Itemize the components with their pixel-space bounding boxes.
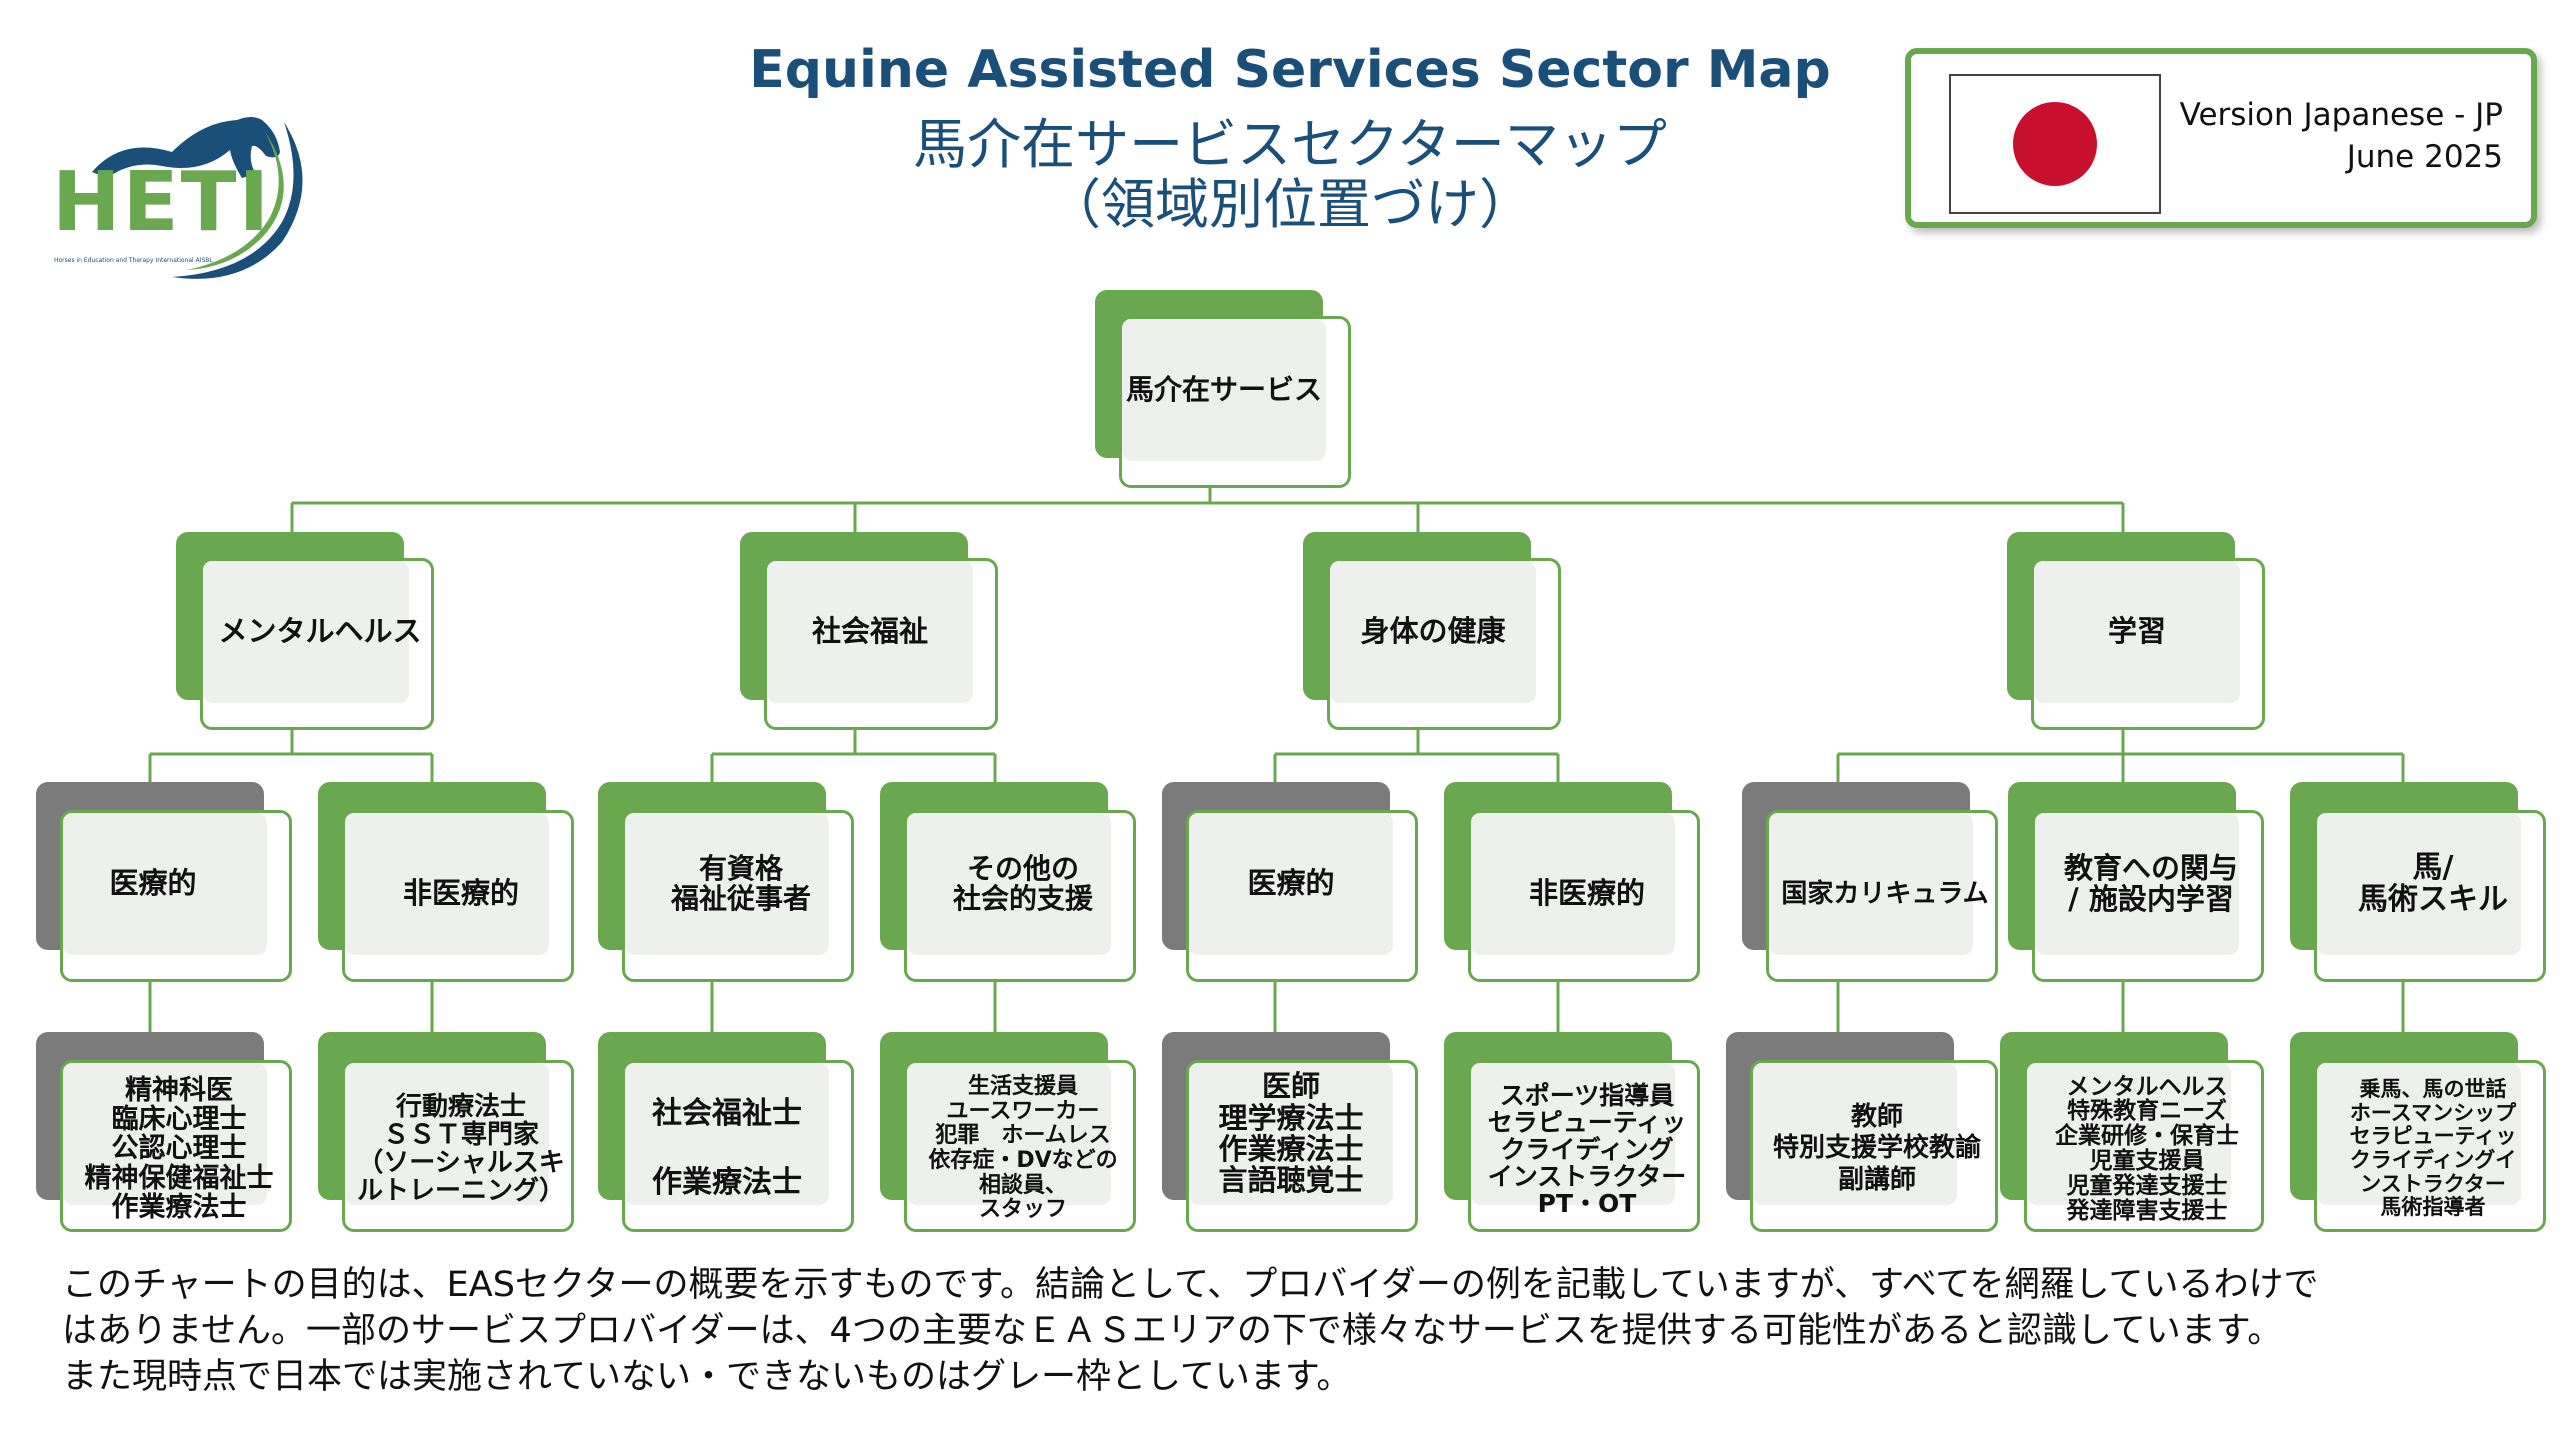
domain-label: メンタルヘルス	[218, 614, 422, 649]
leaf-node-mental-medical: 精神科医 臨床心理士 公認心理士 精神保健福祉士 作業療法士	[36, 1032, 292, 1232]
title-japanese-subtitle: （領域別位置づけ）	[1047, 173, 1533, 236]
domain-node-mental-health: メンタルヘルス	[176, 532, 434, 730]
sub-node-learning-curriculum: 国家カリキュラム	[1742, 782, 1998, 982]
version-language: Version Japanese - JP	[2179, 97, 2503, 133]
leaf-label: 教師 特別支援学校教諭 副講師	[1772, 1102, 1981, 1195]
leaf-node-learning-education: メンタルヘルス 特殊教育ニーズ 企業研修・保育士 児童支援員 児童発達支援士 発…	[2000, 1032, 2264, 1232]
version-label: Version Japanese - JP June 2025	[2180, 94, 2503, 178]
logo-wordmark: HETI	[52, 155, 272, 250]
leaf-label: 乗馬、馬の世話 ホースマンシップ セラピューティッ クライディングイ ンストラク…	[2349, 1077, 2517, 1220]
leaf-label: メンタルヘルス 特殊教育ニーズ 企業研修・保育士 児童支援員 児童発達支援士 発…	[2055, 1073, 2239, 1224]
flag-sun	[2013, 102, 2097, 186]
sub-node-welfare-other: その他の 社会的支援	[880, 782, 1136, 982]
footer-line: はありません。一部のサービスプロバイダーは、4つの主要なＥＡＳエリアの下で様々な…	[62, 1311, 2283, 1351]
domain-label: 社会福祉	[811, 614, 928, 649]
leaf-node-physical-nonmedical: スポーツ指導員 セラピューティッ クライディング インストラクター PT・OT	[1444, 1032, 1700, 1232]
horse-swoosh-icon	[92, 117, 303, 279]
title-japanese: 馬介在サービスセクターマップ	[913, 113, 1667, 176]
title-english: Equine Assisted Services Sector Map	[749, 40, 1831, 100]
leaf-node-learning-equestrian: 乗馬、馬の世話 ホースマンシップ セラピューティッ クライディングイ ンストラク…	[2290, 1032, 2546, 1232]
sub-label: 非医療的	[1528, 876, 1645, 911]
heti-logo: HETI Horses in Education and Therapy Int…	[52, 82, 312, 282]
leaf-label: 生活支援員 ユースワーカー 犯罪 ホームレス 依存症・DVなどの 相談員、 スタ…	[928, 1074, 1118, 1223]
sub-label: 国家カリキュラム	[1781, 878, 1989, 909]
sub-label: 有資格 福祉従事者	[670, 851, 811, 915]
sub-label: 馬/ 馬術スキル	[2358, 849, 2508, 917]
domain-node-learning: 学習	[2007, 532, 2265, 730]
sub-node-physical-medical: 医療的	[1162, 782, 1418, 982]
footer-line: また現時点で日本では実施されていない・できないものはグレー枠としています。	[62, 1357, 1352, 1397]
sub-label: 医療的	[1247, 866, 1335, 901]
leaf-label: 行動療法士 ＳＳＴ専門家 （ソーシャルスキ ルトレーニング）	[356, 1091, 565, 1207]
footer-line: このチャートの目的は、EASセクターの概要を示すものです。結論として、プロバイダ…	[62, 1265, 2319, 1305]
domain-label: 学習	[2107, 614, 2166, 649]
domain-node-physical-health: 身体の健康	[1303, 532, 1561, 730]
footer-note: このチャートの目的は、EASセクターの概要を示すものです。結論として、プロバイダ…	[62, 1262, 2522, 1400]
version-date: June 2025	[2346, 139, 2503, 175]
sub-node-physical-nonmedical: 非医療的	[1444, 782, 1700, 982]
domain-node-social-welfare: 社会福祉	[740, 532, 998, 730]
leaf-label: 社会福祉士 作業療法士	[652, 1096, 802, 1201]
sub-label: 教育への関与 / 施設内学習	[2063, 850, 2238, 916]
leaf-label: スポーツ指導員 セラピューティッ クライディング インストラクター PT・OT	[1487, 1080, 1687, 1218]
leaf-node-physical-medical: 医師 理学療法士 作業療法士 言語聴覚士	[1162, 1032, 1418, 1232]
sub-node-welfare-qualified: 有資格 福祉従事者	[598, 782, 854, 982]
sub-label: 医療的	[109, 866, 197, 901]
leaf-node-welfare-other: 生活支援員 ユースワーカー 犯罪 ホームレス 依存症・DVなどの 相談員、 スタ…	[880, 1032, 1136, 1232]
leaf-label: 精神科医 臨床心理士 公認心理士 精神保健福祉士 作業療法士	[84, 1075, 274, 1223]
leaf-node-learning-curriculum: 教師 特別支援学校教諭 副講師	[1726, 1032, 1998, 1232]
leaf-node-welfare-qualified: 社会福祉士 作業療法士	[598, 1032, 854, 1232]
japan-flag-icon	[1949, 74, 2161, 214]
leaf-node-mental-nonmedical: 行動療法士 ＳＳＴ専門家 （ソーシャルスキ ルトレーニング）	[318, 1032, 574, 1232]
sub-label: 非医療的	[402, 876, 519, 911]
sub-label: その他の 社会的支援	[952, 851, 1093, 915]
sub-node-mental-nonmedical: 非医療的	[318, 782, 574, 982]
leaf-label: 医師 理学療法士 作業療法士 言語聴覚士	[1218, 1069, 1364, 1198]
domain-label: 身体の健康	[1360, 614, 1506, 649]
root-node-label: 馬介在サービス	[1125, 372, 1322, 406]
sub-node-learning-education: 教育への関与 / 施設内学習	[2008, 782, 2264, 982]
version-panel: Version Japanese - JP June 2025	[1905, 48, 2537, 228]
sub-node-learning-equestrian: 馬/ 馬術スキル	[2290, 782, 2546, 982]
root-node: 馬介在サービス	[1095, 290, 1351, 488]
logo-tagline: Horses in Education and Therapy Internat…	[54, 257, 213, 264]
sub-node-mental-medical: 医療的	[36, 782, 292, 982]
